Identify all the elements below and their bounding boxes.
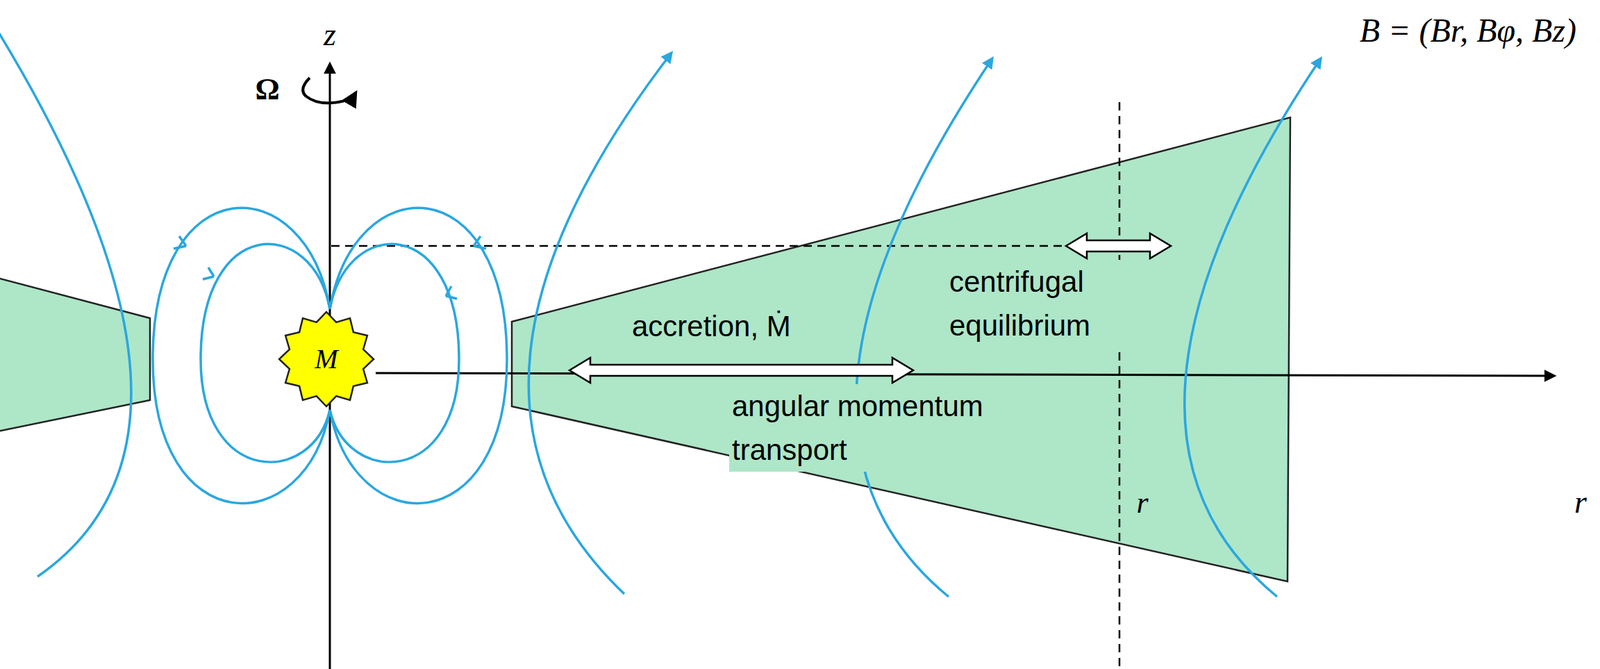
rotation-arrow bbox=[302, 77, 356, 103]
rotation-label: Ω bbox=[252, 71, 282, 109]
transport-double-arrow bbox=[569, 357, 914, 383]
transport-label: angular momentum transport bbox=[729, 384, 1041, 472]
dashed-height-line bbox=[331, 245, 1066, 248]
axis-label: r bbox=[1571, 482, 1590, 521]
r-axis bbox=[375, 372, 1555, 376]
accretion-label: accretion, Ṁ bbox=[629, 309, 794, 344]
equilibrium-double-arrow bbox=[1065, 233, 1171, 259]
star-label: M bbox=[311, 342, 341, 376]
accretion-disk-outline bbox=[511, 117, 1291, 582]
radius-label: r bbox=[1133, 484, 1151, 522]
equilibrium-label: centrifugal equilibrium bbox=[946, 259, 1135, 348]
disk-left-part bbox=[0, 277, 150, 432]
field-label: B = (Br, Bφ, Bz) bbox=[1356, 10, 1580, 51]
dipole-field bbox=[152, 207, 507, 503]
accretion-disk: centrifugal equilibrium accretion, Ṁ angul… bbox=[511, 117, 1291, 582]
central-star: M bbox=[277, 310, 375, 408]
open-field-lines bbox=[0, 27, 1321, 597]
dashed-radius-line bbox=[1118, 102, 1121, 669]
axis-label: z bbox=[320, 15, 339, 54]
